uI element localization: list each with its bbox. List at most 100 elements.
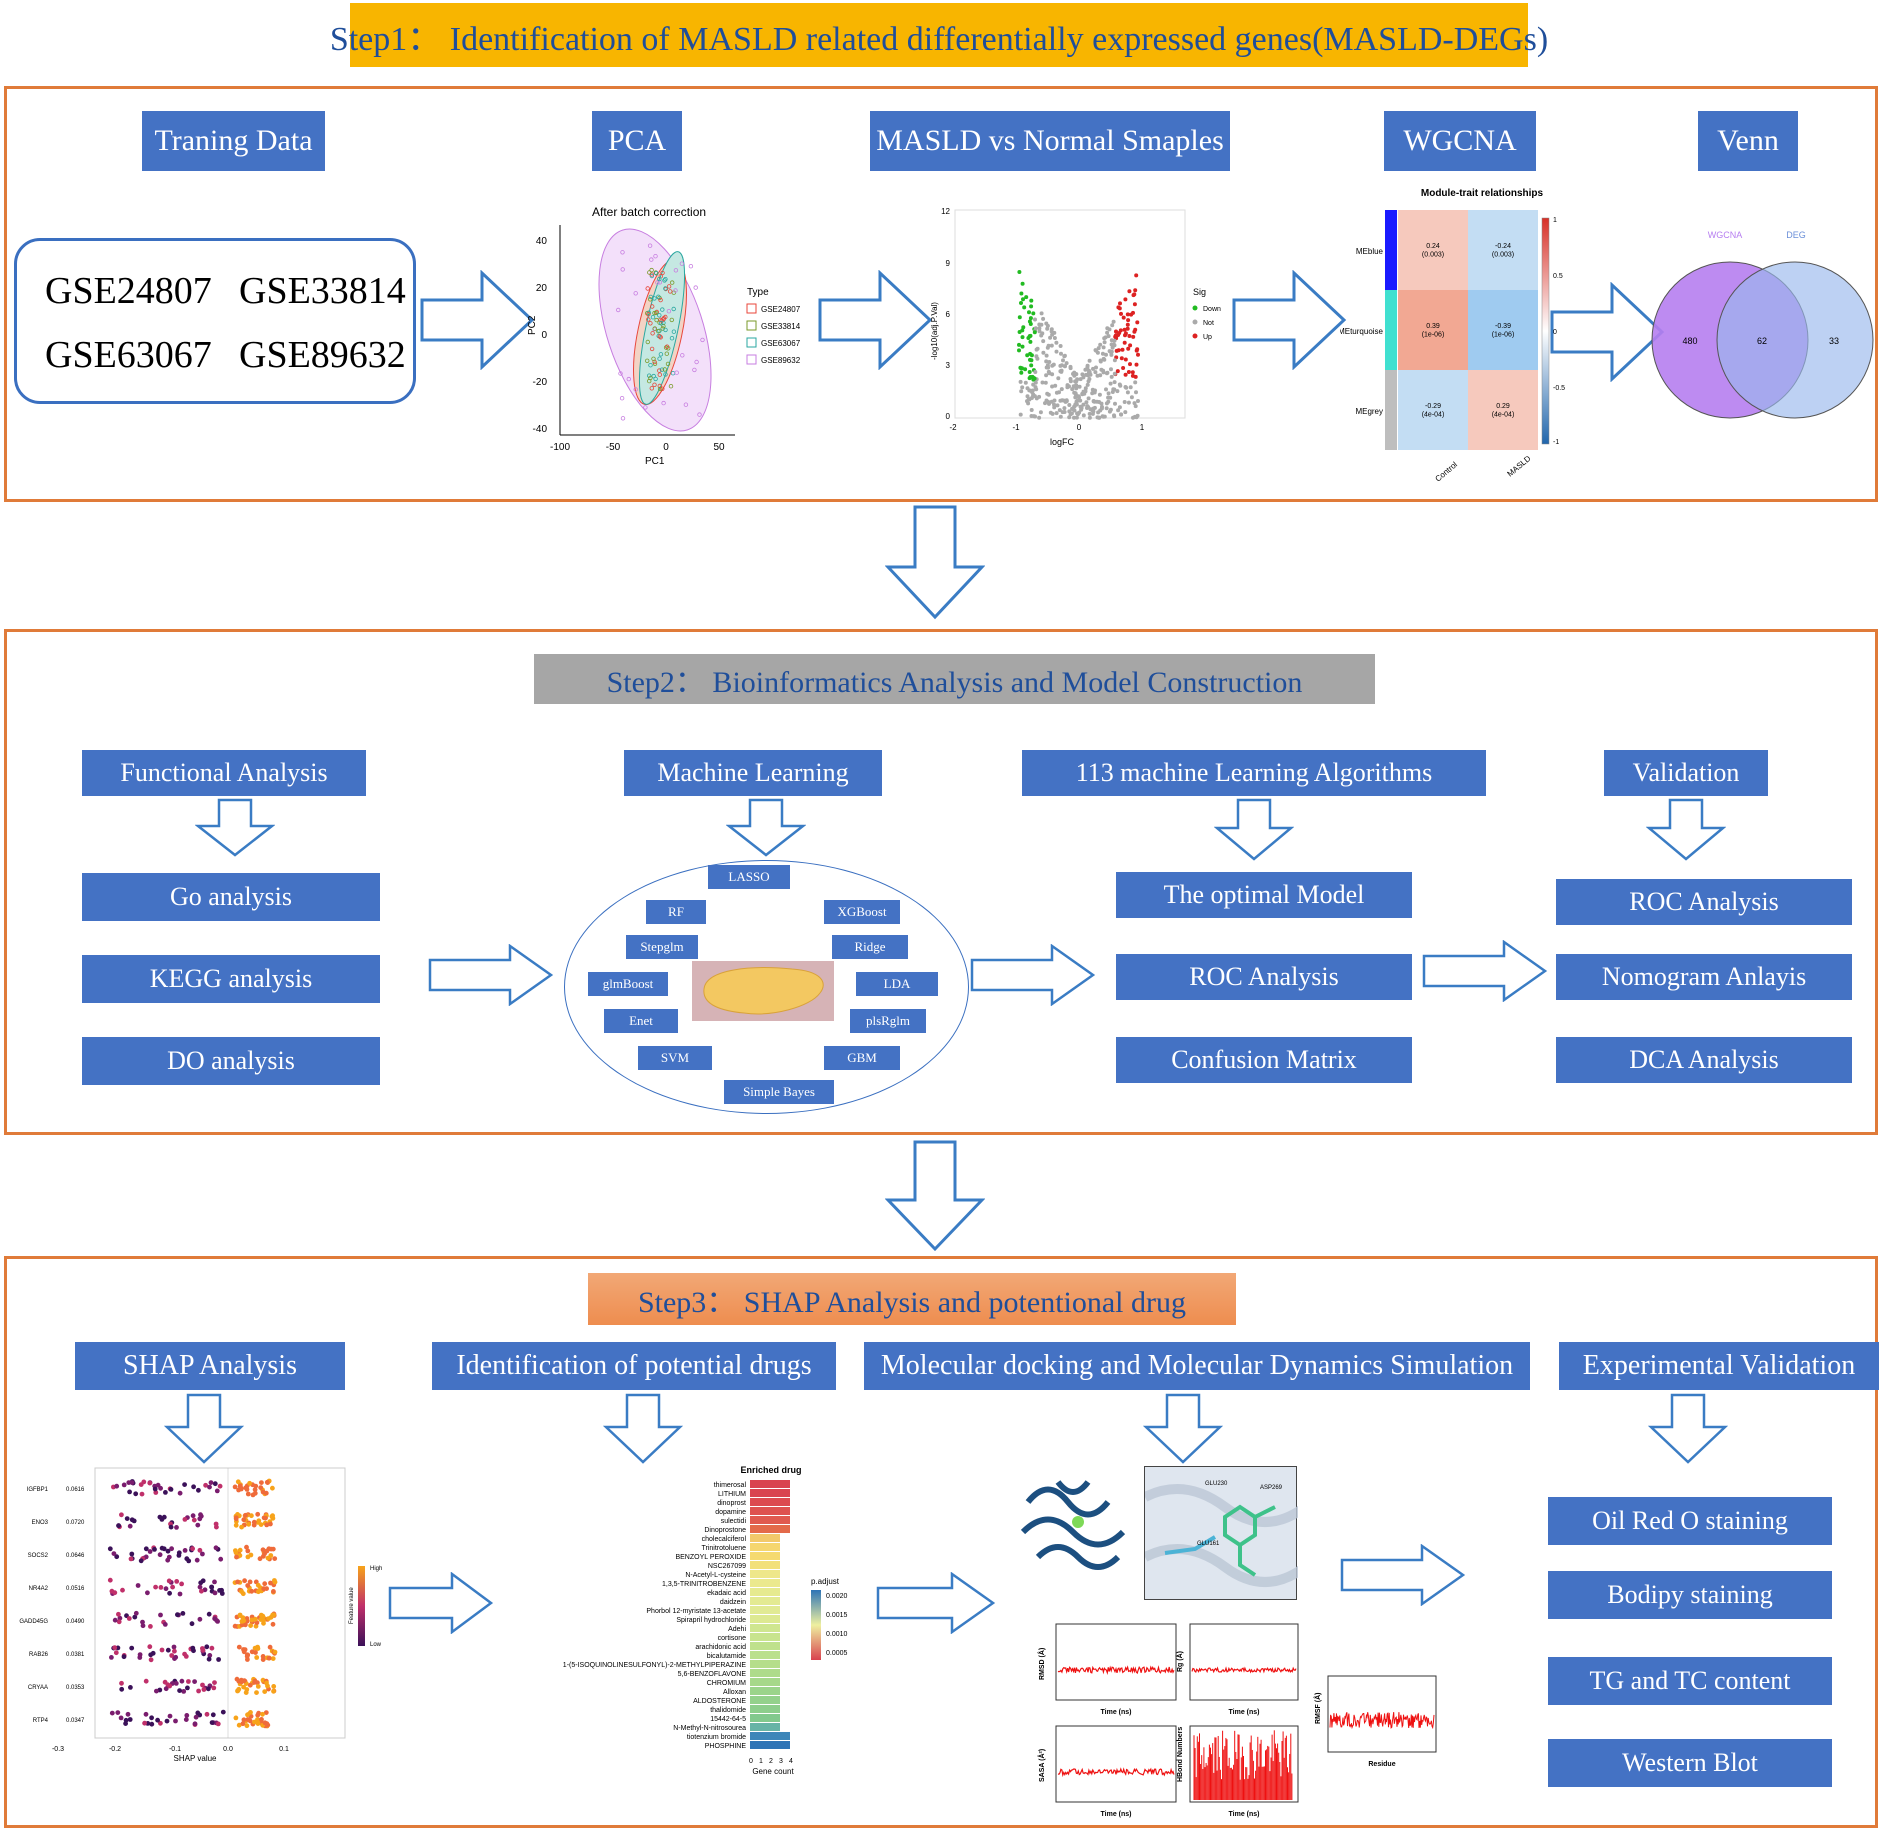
shap-dot [133,1610,139,1616]
volcano-point [1037,329,1042,334]
shap-dot [249,1617,255,1623]
drug-bar [750,1660,780,1668]
volcano-point [1025,386,1030,391]
volcano-point [1032,394,1037,399]
drug-bar [750,1615,780,1623]
shap-dot [167,1590,173,1596]
shap-feature-value: 0.0490 [66,1619,85,1625]
experimental-validation-label: Experimental Validation [1559,1342,1879,1390]
pca-point [671,329,677,334]
shap-dot [258,1612,264,1618]
shap-dot [268,1580,273,1586]
volcano-point [1019,301,1023,305]
protein-structure-image [1008,1462,1148,1582]
volcano-point [1086,405,1091,410]
pca-xtick: 50 [713,442,725,453]
volcano-point [1126,346,1131,351]
shap-dot [182,1482,188,1487]
pca-points [615,243,705,421]
dca-box: DCA Analysis [1556,1037,1852,1083]
shap-dot [139,1491,145,1497]
shap-dot [260,1711,265,1717]
shap-dot [261,1586,267,1592]
shap-dot [167,1683,173,1689]
volcano-point [1135,413,1140,418]
drug-xtick: 2 [769,1758,773,1765]
optimal-model-box: The optimal Model [1116,872,1412,918]
volcano-point [1101,345,1106,350]
shap-dot [111,1551,117,1556]
shap-dot [244,1544,249,1550]
shap-dot [181,1689,187,1694]
pca-point [646,373,652,378]
shap-dot [119,1512,124,1518]
shap-dot [258,1485,264,1490]
drug-enrichment-plot: Enriched drug thimerosalLITHIUMdinoprost… [563,1465,848,1776]
volcano-ytick: 3 [946,361,951,370]
shap-dot [212,1590,218,1596]
shap-dot [192,1721,198,1727]
volcano-point [1030,388,1035,393]
shap-dot [241,1717,247,1723]
pca-point [633,387,638,392]
volcano-point [1041,350,1046,355]
volcano-point [1134,390,1138,395]
drug-bar [750,1552,780,1560]
shap-dot [180,1611,186,1616]
pca-point [656,294,661,299]
shap-dot [204,1644,210,1650]
shap-dot [165,1557,171,1563]
volcano-point [1081,413,1086,418]
volcano-point [1121,366,1126,370]
dataset-gse33814: GSE33814 [239,270,406,312]
volcano-point [1027,370,1032,374]
shap-feature-value: 0.0353 [66,1685,85,1691]
volcano-point [1059,369,1064,374]
volcano-point [1029,408,1034,412]
shap-dot [243,1690,249,1695]
shap-dot [184,1713,190,1718]
pca-point [643,405,648,410]
pca-point [649,346,655,352]
shap-dot [176,1553,182,1558]
pca-point [654,309,659,315]
shap-dot [218,1556,224,1562]
volcano-point [1118,301,1122,306]
drug-bar [750,1570,780,1578]
heatmap-row-label: MEgrey [1355,407,1383,416]
volcano-point [1123,372,1128,377]
shap-dot [158,1585,164,1590]
pca-point [683,402,689,407]
drug-bar [750,1534,780,1542]
pca-xlabel: PC1 [645,456,665,467]
shap-dot [239,1589,244,1594]
shap-dot [249,1588,255,1594]
drug-label: 1-(5-ISOQUINOLINESULFONYL)-2-METHYLPIPER… [563,1662,747,1669]
shap-dot [262,1689,268,1694]
volcano-point [1046,343,1051,348]
shap-dot [120,1587,125,1593]
volcano-point [1095,399,1099,404]
dataset-box: GSE24807 GSE33814 GSE63067 GSE89632 [14,238,416,404]
volcano-point [1094,348,1099,353]
volcano-point [1044,321,1049,326]
volcano-point [1111,319,1116,324]
pca-point [648,375,653,381]
shap-feature-value: 0.0516 [66,1586,85,1592]
shap-dot [200,1682,205,1688]
volcano-point [1071,384,1076,389]
pca-point [647,243,653,248]
shap-dot [154,1688,159,1694]
volcano-point [1020,335,1025,340]
shap-dot [252,1487,258,1492]
volcano-point [1058,363,1063,368]
pca-point [673,268,679,273]
volcano-point [1025,353,1030,358]
shap-feature-label: RAB26 [29,1652,49,1658]
shap-dot [270,1656,276,1661]
volcano-point [1053,383,1058,388]
rg-plot: Rg (Å) Time (ns) [1175,1623,1299,1716]
volcano-point [1064,361,1069,366]
shap-dot [182,1548,188,1553]
pca-point [669,335,675,341]
